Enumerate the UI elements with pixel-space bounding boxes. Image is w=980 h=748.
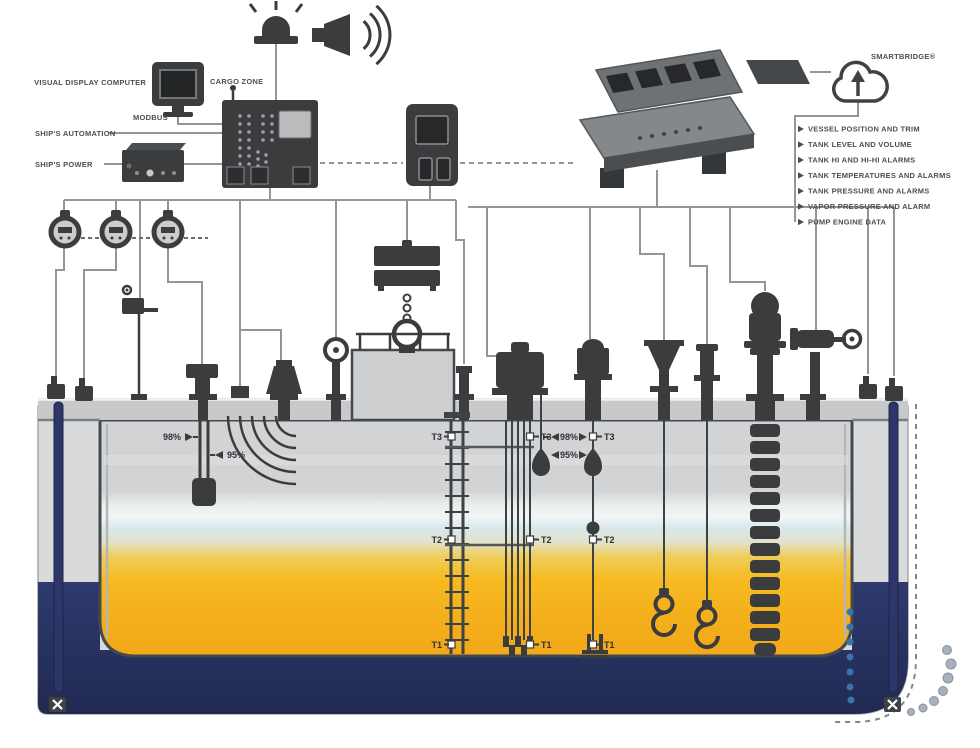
float-ball	[586, 521, 600, 535]
alarm-mid-group: 98% 95%	[543, 432, 587, 460]
alarm-low-label-left: 95%	[227, 450, 245, 460]
bubble-arc-outside	[907, 645, 957, 716]
sounding-pipe-left	[53, 401, 64, 693]
ultrasonic-waves-icon	[226, 415, 297, 486]
pressure-transmitter	[454, 366, 474, 420]
data-point-3: TANK HI AND HI-HI ALARMS	[808, 156, 915, 165]
wall-vent-device-left-1	[47, 376, 65, 399]
junction-box-roof	[231, 386, 249, 398]
alarm-left-group: 98% 95%	[163, 432, 245, 460]
alarm-horn-icon	[312, 4, 392, 66]
bullet-arrow-icon	[798, 125, 804, 133]
sounding-pipe-right	[888, 401, 899, 693]
temp-label-t3-float: T3	[604, 432, 615, 442]
handheld-terminal-icon	[406, 104, 458, 186]
hoist-clamp-gauge	[374, 240, 440, 353]
vent-funnel-gauge	[644, 340, 684, 590]
bridge-console-icon	[578, 49, 756, 188]
temp-label-t3-bundle: T3	[541, 432, 552, 442]
data-point-5: TANK PRESSURE AND ALARMS	[808, 187, 930, 196]
temp-label-t3-ladder: T3	[431, 432, 442, 442]
bullet-arrow-icon	[798, 141, 804, 148]
visual-computer-label: VISUAL DISPLAY COMPUTER	[34, 78, 146, 87]
multipoint-temp-sensor	[492, 342, 550, 656]
wall-vent-device-left-2	[75, 378, 93, 401]
data-point-4: TANK TEMPERATURES AND ALARMS	[808, 171, 951, 180]
deck-trunk-platform	[350, 332, 456, 422]
cargo-zone-label: CARGO ZONE	[210, 77, 263, 86]
cloud-upload-icon	[832, 60, 889, 103]
deck-band	[38, 398, 908, 420]
data-points-list: VESSEL POSITION AND TRIM TANK LEVEL AND …	[798, 125, 951, 227]
side-blower-unit	[790, 328, 863, 420]
temp-label-t1-ladder: T1	[431, 640, 442, 650]
hull-dashed-outline	[834, 404, 917, 723]
monitor-icon	[152, 62, 204, 117]
temp-label-t2-bundle: T2	[541, 535, 552, 545]
ships-automation-label: SHIP'S AUTOMATION	[35, 129, 115, 138]
temp-label-t1-bundle: T1	[541, 640, 552, 650]
up-arrow-icon	[851, 70, 865, 82]
antenna-panel	[746, 60, 810, 84]
bullet-arrow-icon	[798, 187, 804, 195]
displacer-left	[532, 448, 550, 476]
wiring-harness	[55, 44, 895, 386]
x-valve-icon-left	[47, 695, 68, 714]
handwheel-valve	[323, 337, 349, 420]
bubble-column-inside	[846, 608, 855, 704]
displacer-right	[584, 448, 602, 476]
modbus-label: MODBUS	[133, 113, 168, 122]
alarm-high-arrow-mid-right	[579, 433, 587, 441]
ships-power-label: SHIP'S POWER	[35, 160, 93, 169]
bullet-arrow-icon	[798, 218, 804, 226]
vapor-sheen	[104, 455, 848, 465]
data-point-2: TANK LEVEL AND VOLUME	[808, 140, 912, 149]
smartbridge-label: SMARTBRIDGE®	[871, 52, 936, 61]
temp-label-t2-ladder: T2	[431, 535, 442, 545]
level-switch-probe	[186, 364, 218, 506]
alarm-high-label-mid: 98%	[560, 432, 578, 442]
weather-mast	[121, 284, 158, 400]
wireless-transmitter-icon-2	[102, 210, 130, 246]
temp-label-t1-float: T1	[604, 640, 615, 650]
data-point-7: PUMP ENGINE DATA	[808, 218, 887, 227]
temp-level-markers: T3 T2 T1 T3 T2 T1 T3 T2 T1	[431, 432, 614, 650]
cabinet-relay-modules	[226, 166, 311, 185]
wall-vent-device-right-1	[859, 376, 877, 399]
alarm-low-arrow-mid-left	[551, 451, 559, 459]
wire-guided-sensor	[694, 344, 720, 602]
gauging-control-cabinet	[222, 85, 318, 188]
alarm-high-arrow-mid-left	[551, 433, 559, 441]
alarm-high-label-left: 98%	[163, 432, 181, 442]
temp-label-t2-float: T2	[604, 535, 615, 545]
bullet-arrow-icon	[798, 203, 804, 210]
cabinet-antenna-icon	[230, 85, 236, 91]
x-valve-icon-right	[882, 695, 903, 714]
sound-waves-icon	[362, 4, 392, 66]
alarm-high-arrow-left	[185, 433, 193, 441]
data-point-6: VAPOR PRESSURE AND ALARM	[808, 202, 930, 211]
alarm-low-arrow-left	[215, 451, 223, 459]
hull-ballast-navy	[38, 582, 908, 714]
deepwell-cargo-pump	[744, 292, 786, 656]
bullet-arrow-icon	[798, 156, 804, 164]
wall-vent-device-right-2	[885, 378, 903, 401]
alarm-beacon-icon	[248, 1, 304, 44]
ultrasonic-gauge	[226, 360, 302, 486]
wireless-transmitter-icon-3	[154, 210, 182, 246]
wireless-transmitter-icon-1	[51, 210, 79, 246]
bullet-arrow-icon	[798, 172, 804, 179]
pump-column-stack	[750, 424, 780, 656]
power-supply-box	[122, 143, 186, 182]
alarm-low-arrow-mid-right	[579, 451, 587, 459]
alarm-low-label-mid: 95%	[560, 450, 578, 460]
data-point-1: VESSEL POSITION AND TRIM	[808, 125, 920, 134]
